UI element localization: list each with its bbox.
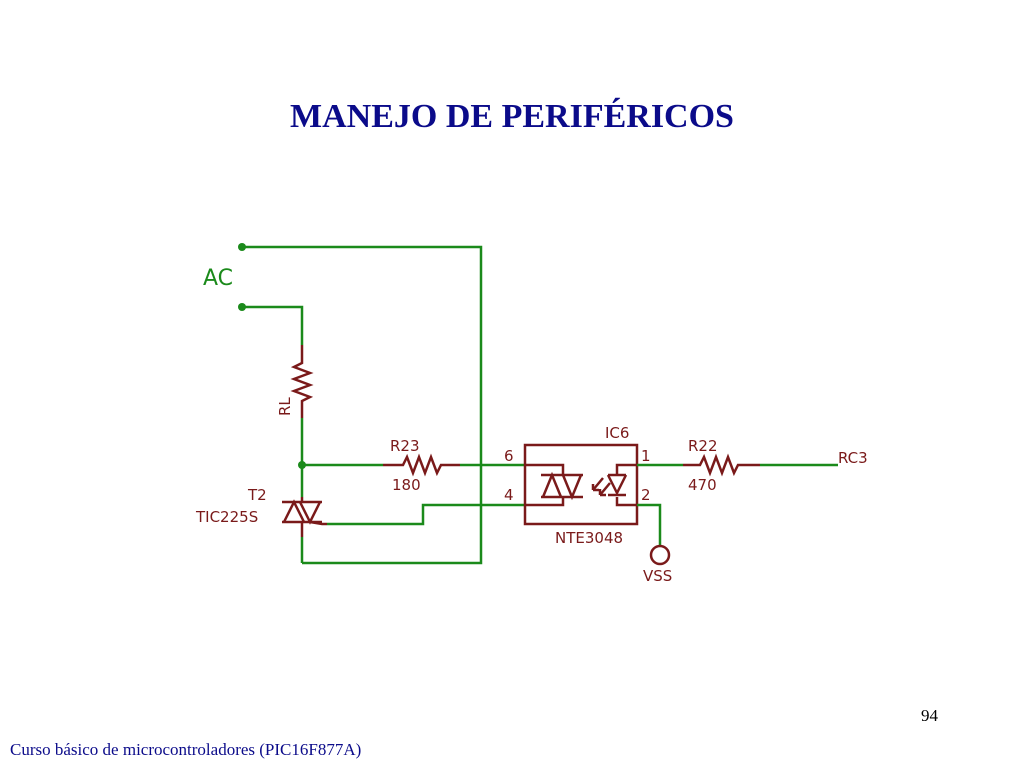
- r23-resistor: [383, 453, 460, 477]
- r23-label: R23: [390, 437, 420, 455]
- footer-course-title: Curso básico de microcontroladores (PIC1…: [10, 740, 362, 759]
- pin-4-label: 4: [504, 486, 514, 504]
- ic6-label: IC6: [605, 424, 629, 442]
- vss-symbol: [649, 544, 671, 566]
- rc3-net-label: RC3: [838, 449, 868, 467]
- r22-value: 470: [688, 476, 717, 494]
- pin-2-label: 2: [641, 486, 651, 504]
- rl-label: RL: [276, 397, 294, 416]
- r22-resistor: [683, 453, 760, 477]
- t2-part-label: TIC225S: [195, 508, 258, 526]
- gate-to-pin4-wire: [327, 503, 525, 526]
- ac-load-wire: [242, 305, 304, 345]
- triac-t2: [282, 497, 327, 537]
- ac-label: AC: [203, 266, 233, 291]
- slide-title: MANEJO DE PERIFÉRICOS: [290, 98, 734, 135]
- pin2-to-vss-wire: [637, 503, 662, 546]
- ac-return-wire: [242, 245, 483, 565]
- r23-value: 180: [392, 476, 421, 494]
- rl-resistor: [290, 345, 314, 418]
- ic6-optocoupler: [523, 443, 639, 526]
- page-number: 94: [921, 706, 938, 725]
- ic6-part-label: NTE3048: [555, 529, 623, 547]
- vss-label: VSS: [643, 567, 672, 585]
- pin-1-label: 1: [641, 447, 651, 465]
- t2-label: T2: [247, 486, 267, 504]
- r22-label: R22: [688, 437, 718, 455]
- pin-6-label: 6: [504, 447, 514, 465]
